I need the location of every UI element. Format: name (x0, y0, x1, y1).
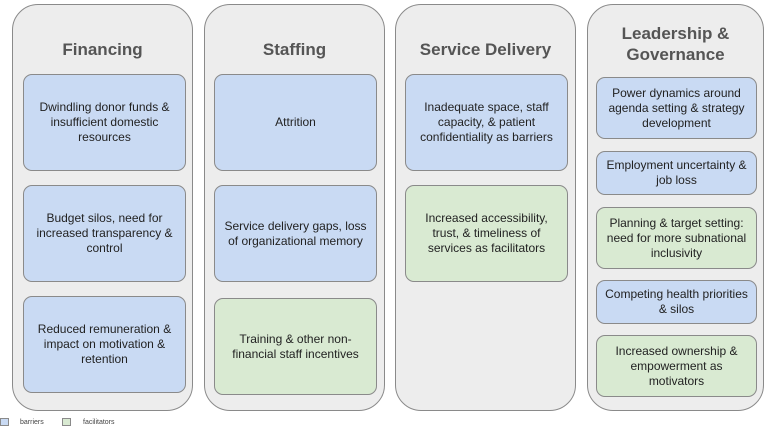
card-barrier: Budget silos, need for increased transpa… (23, 185, 186, 282)
column-title: Leadership & Governance (621, 24, 730, 64)
card-facilitator: Planning & target setting: need for more… (596, 207, 757, 269)
legend-facilitator-swatch (62, 418, 71, 426)
column-service-delivery: Service Delivery Inadequate space, staff… (395, 4, 576, 411)
column-financing: Financing Dwindling donor funds & insuff… (12, 4, 193, 411)
column-title: Financing (62, 40, 143, 59)
column-staffing: Staffing Attrition Service delivery gaps… (204, 4, 385, 411)
card-barrier: Competing health priorities & silos (596, 280, 757, 324)
column-leadership-governance: Leadership & Governance Power dynamics a… (587, 4, 764, 411)
legend-barrier-swatch (0, 418, 9, 426)
column-title: Service Delivery (419, 40, 552, 59)
card-barrier: Reduced remuneration & impact on motivat… (23, 296, 186, 393)
card-facilitator: Training & other non-financial staff inc… (214, 298, 377, 395)
card-barrier: Power dynamics around agenda setting & s… (596, 77, 757, 139)
column-title: Staffing (262, 40, 327, 59)
legend-barrier-label: barriers (20, 419, 44, 426)
card-barrier: Inadequate space, staff capacity, & pati… (405, 74, 568, 171)
card-facilitator: Increased accessibility, trust, & timeli… (405, 185, 568, 282)
card-barrier: Attrition (214, 74, 377, 171)
card-barrier: Dwindling donor funds & insufficient dom… (23, 74, 186, 171)
legend-facilitator-label: facilitators (83, 419, 115, 426)
card-barrier: Employment uncertainty & job loss (596, 151, 757, 195)
card-barrier: Service delivery gaps, loss of organizat… (214, 185, 377, 282)
card-facilitator: Increased ownership & empowerment as mot… (596, 335, 757, 397)
